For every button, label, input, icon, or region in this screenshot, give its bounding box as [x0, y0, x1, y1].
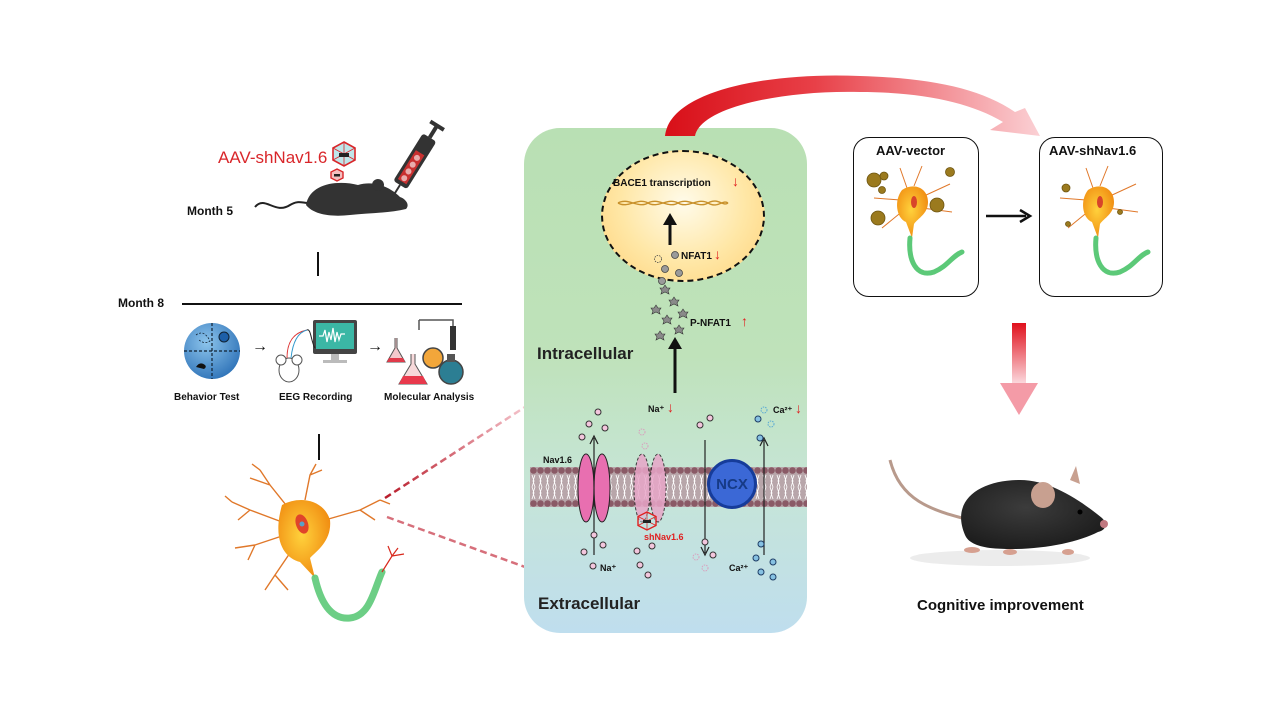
month8-line: [182, 303, 462, 305]
nav16-label: Nav1.6: [543, 455, 573, 465]
step-label-behavior: Behavior Test: [174, 392, 240, 403]
arrow-up-nucleus: [663, 213, 677, 245]
timeline-connector-2: [318, 434, 320, 460]
nfat1-particles: [650, 251, 689, 341]
lab-flasks-icon: [386, 319, 464, 385]
aav-capsid-icon: [332, 141, 356, 167]
intracellular-label: Intracellular: [537, 344, 634, 363]
arrow-right-2: →: [367, 338, 383, 355]
step-label-eeg: EEG Recording: [279, 392, 353, 403]
arrow-right-1: →: [252, 338, 268, 355]
neuron-illustration: [224, 463, 405, 622]
pnfat1-label: P-NFAT1: [690, 318, 731, 329]
na-bottom-label: Na⁺: [600, 563, 617, 573]
neuron-reduced-plaques: [1059, 165, 1151, 276]
bace1-transcription-label: BACE1 transcription: [613, 178, 711, 189]
cognitive-improvement-label: Cognitive improvement: [917, 597, 1084, 614]
eeg-monitor-icon: [275, 320, 357, 383]
arrow-right-comparison: [986, 208, 1033, 224]
nucleus: [601, 150, 765, 282]
zoom-lines: [384, 405, 526, 569]
month8-label: Month 8: [118, 296, 164, 310]
ca-bottom-label: Ca²⁺: [729, 563, 749, 573]
ca-top-label: Ca²⁺: [773, 405, 793, 415]
curved-arrow: [665, 75, 1040, 136]
step-label-molecular: Molecular Analysis: [384, 392, 475, 403]
shrna-capsid-icon: [637, 511, 657, 531]
cell-membrane: [530, 467, 807, 507]
aav-shnav16-label: AAV-shNav1.6: [1049, 143, 1137, 158]
arrow-up-signal: [668, 337, 682, 393]
arrow-down-outcome: [1000, 323, 1038, 415]
nfat1-trend-down: ↓: [714, 246, 721, 262]
injection-label: AAV-shNav1.6: [218, 148, 328, 167]
ncx-label: NCX: [716, 475, 748, 493]
na-top-label: Na⁺: [648, 404, 665, 414]
ncx-exchanger: NCX: [707, 459, 757, 509]
mouse-photo: [888, 459, 1108, 566]
shnav16-label: shNav1.6: [644, 532, 684, 542]
aav-capsid-small-icon: [330, 168, 344, 182]
dna-strand-icon: [617, 200, 729, 206]
ca-top-trend-down: ↓: [795, 400, 802, 416]
nav16-channel: [577, 453, 611, 523]
na-top-trend-down: ↓: [667, 399, 674, 415]
aav-vector-label: AAV-vector: [876, 143, 946, 158]
mouse-injection-icon: [254, 119, 445, 216]
pnfat1-trend-up: ↑: [741, 313, 748, 329]
month5-label: Month 5: [187, 204, 233, 218]
water-maze-icon: [184, 323, 240, 379]
timeline-connector: [317, 252, 319, 276]
nav16-knockdown-channel: [633, 453, 667, 523]
nfat1-label: NFAT1: [681, 251, 712, 262]
extracellular-label: Extracellular: [538, 594, 641, 613]
bace1-trend-down: ↓: [732, 173, 739, 189]
ion-particles: [578, 406, 777, 581]
neuron-with-plaques: [866, 165, 965, 276]
